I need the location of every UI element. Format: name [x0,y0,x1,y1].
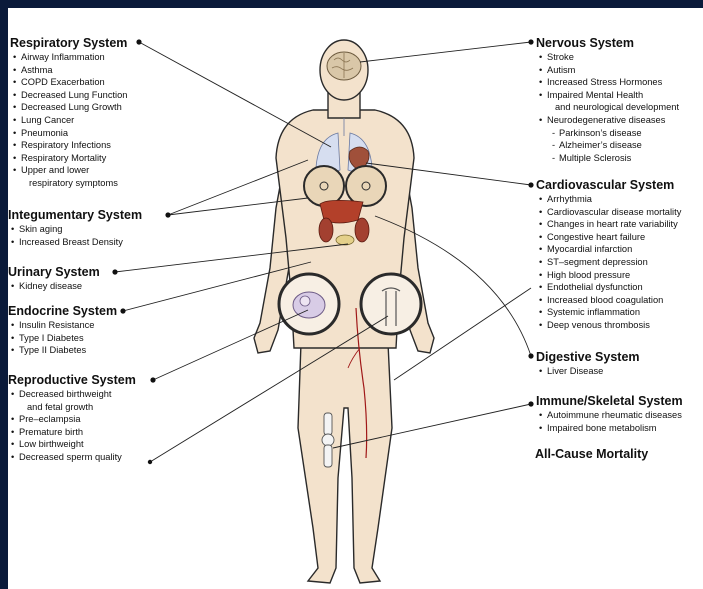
digestive-title: Digestive System [536,350,640,364]
vessel-magnifier [361,274,421,334]
list-item: respiratory symptoms [10,177,127,190]
pancreas-icon [336,235,354,245]
nervous-list: Stroke Autism Increased Stress Hormones … [536,51,679,164]
integumentary-list: Skin aging Increased Breast Density [8,223,142,248]
respiratory-block: Respiratory System Airway Inflammation A… [10,36,127,190]
list-item: Stroke [536,51,679,64]
cardiovascular-block: Cardiovascular System Arrhythmia Cardiov… [536,178,681,332]
list-item: Changes in heart rate variability [536,218,681,231]
list-item: Increased Breast Density [8,236,142,249]
list-item: Insulin Resistance [8,319,117,332]
list-item: Asthma [10,64,127,77]
list-item: and fetal growth [8,401,136,414]
all-cause-mortality: All-Cause Mortality [535,447,648,461]
list-item: COPD Exacerbation [10,76,127,89]
list-item: Lung Cancer [10,114,127,127]
digestive-block: Digestive System Liver Disease [536,350,640,378]
urinary-list: Kidney disease [8,280,100,293]
list-item: Type I Diabetes [8,332,117,345]
list-item: Airway Inflammation [10,51,127,64]
list-item: Decreased Lung Function [10,89,127,102]
nervous-title: Nervous System [536,36,679,50]
kidney-icon [319,218,333,242]
list-item: Autism [536,64,679,77]
immune-block: Immune/Skeletal System Autoimmune rheuma… [536,394,683,434]
reproductive-block: Reproductive System Decreased birthweigh… [8,373,136,464]
respiratory-list: Airway Inflammation Asthma COPD Exacerba… [10,51,127,190]
integumentary-block: Integumentary System Skin aging Increase… [8,208,142,248]
reproductive-title: Reproductive System [8,373,136,387]
list-item: Pre–eclampsia [8,413,136,426]
list-item: Decreased birthweight [8,388,136,401]
immune-title: Immune/Skeletal System [536,394,683,408]
list-item: Alzheimer’s disease [536,139,679,152]
reproductive-list: Decreased birthweight and fetal growth P… [8,388,136,464]
digestive-list: Liver Disease [536,365,640,378]
list-item: Increased blood coagulation [536,294,681,307]
list-item: Type II Diabetes [8,344,117,357]
list-item: Upper and lower [10,164,127,177]
bone-icon [322,413,334,467]
respiratory-title: Respiratory System [10,36,127,50]
list-item: Increased Stress Hormones [536,76,679,89]
endocrine-title: Endocrine System [8,304,117,318]
list-item: Skin aging [8,223,142,236]
integumentary-title: Integumentary System [8,208,142,222]
immune-list: Autoimmune rheumatic diseases Impaired b… [536,409,683,434]
list-item: Decreased sperm quality [8,451,136,464]
list-item: Parkinson’s disease [536,127,679,140]
urinary-block: Urinary System Kidney disease [8,265,100,293]
list-item: Deep venous thrombosis [536,319,681,332]
list-item: Low birthweight [8,438,136,451]
kidney-icon [355,218,369,242]
figure-panel: Respiratory System Airway Inflammation A… [8,8,703,589]
uterus-magnifier [279,274,339,334]
list-item: and neurological development [536,101,679,114]
list-item: Pneumonia [10,127,127,140]
endocrine-block: Endocrine System Insulin Resistance Type… [8,304,117,357]
list-item: Endothelial dysfunction [536,281,681,294]
list-item: Impaired Mental Health [536,89,679,102]
list-item: Respiratory Mortality [10,152,127,165]
list-item: Liver Disease [536,365,640,378]
list-item: Impaired bone metabolism [536,422,683,435]
list-item: Autoimmune rheumatic diseases [536,409,683,422]
list-item: Kidney disease [8,280,100,293]
list-item: Congestive heart failure [536,231,681,244]
nervous-block: Nervous System Stroke Autism Increased S… [536,36,679,164]
list-item: Premature birth [8,426,136,439]
list-item: Arrhythmia [536,193,681,206]
list-item: High blood pressure [536,269,681,282]
urinary-title: Urinary System [8,265,100,279]
list-item: Multiple Sclerosis [536,152,679,165]
cardiovascular-list: Arrhythmia Cardiovascular disease mortal… [536,193,681,332]
list-item: Cardiovascular disease mortality [536,206,681,219]
endocrine-list: Insulin Resistance Type I Diabetes Type … [8,319,117,357]
list-item: Respiratory Infections [10,139,127,152]
list-item: Neurodegenerative diseases [536,114,679,127]
list-item: Systemic inflammation [536,306,681,319]
list-item: Decreased Lung Growth [10,101,127,114]
list-item: Myocardial infarction [536,243,681,256]
cardiovascular-title: Cardiovascular System [536,178,681,192]
list-item: ST–segment depression [536,256,681,269]
